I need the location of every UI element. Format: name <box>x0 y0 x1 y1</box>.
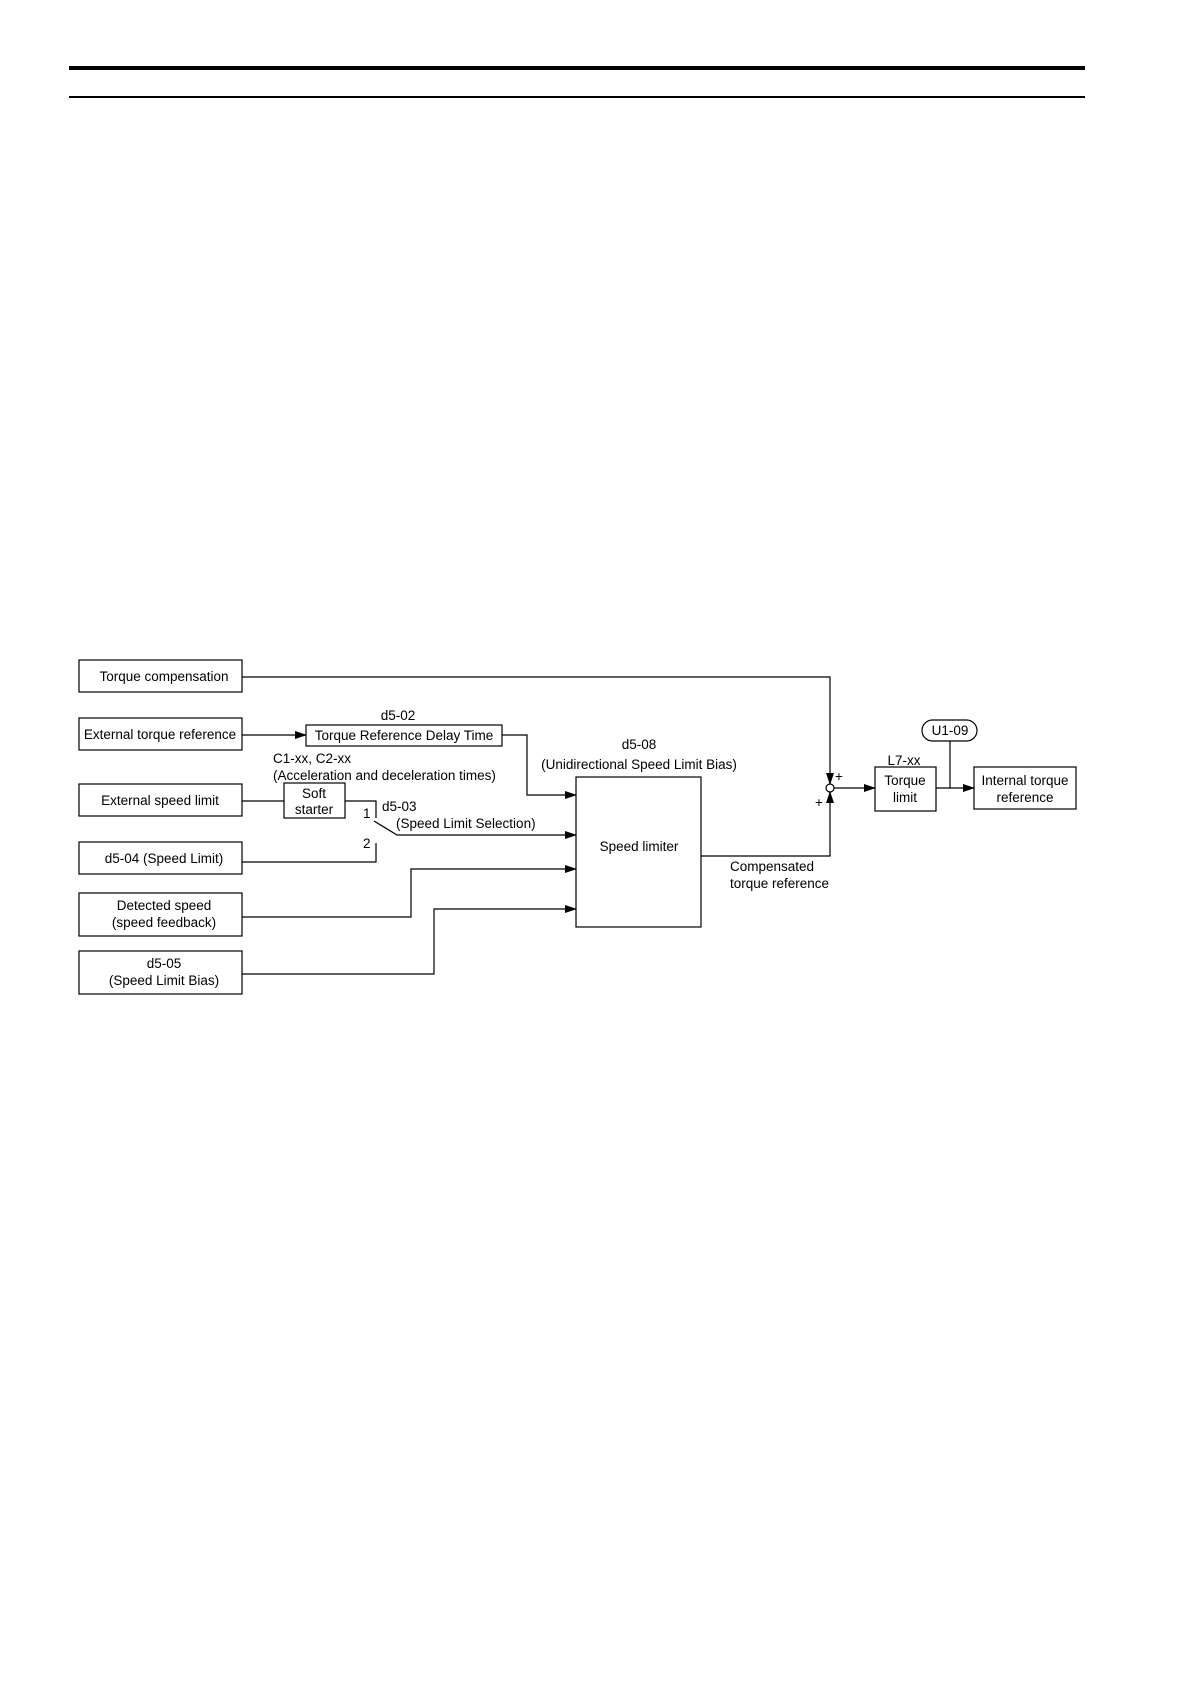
torque-limit-block: Torque limit <box>874 766 937 812</box>
detected-speed-to-limiter-wire <box>242 865 577 918</box>
speed-limit-bias-label-line1: d5-05 <box>147 956 182 971</box>
monitor-u1-09-badge: U1-09 <box>921 719 978 742</box>
bias-to-limiter-wire <box>242 905 577 975</box>
d5-04-to-switch-wire <box>242 843 377 863</box>
switch-blade-to-limiter-wire <box>373 820 577 839</box>
torque-reference-delay-label: Torque Reference Delay Time <box>315 728 494 743</box>
internal-torque-reference-label-line1: Internal torque <box>981 773 1068 788</box>
torque-limit-param: L7-xx <box>887 753 920 768</box>
torque-reference-delay-block: Torque Reference Delay Time <box>305 724 503 747</box>
speed-limit-selection-param: d5-03 <box>382 799 417 814</box>
external-speed-limit-label: External speed limit <box>101 793 219 808</box>
delay-to-limiter-wire <box>502 734 577 799</box>
switch-position-2: 2 <box>363 836 371 851</box>
header-rule-thin <box>69 96 1085 98</box>
speed-limit-bias-label-line2: (Speed Limit Bias) <box>109 973 219 988</box>
summing-plus-left: + <box>815 795 823 810</box>
switch-position-1: 1 <box>363 806 371 821</box>
speed-limiter-label: Speed limiter <box>600 839 679 854</box>
monitor-u1-09-label: U1-09 <box>932 723 969 738</box>
torque-compensation-label: Torque compensation <box>99 669 228 684</box>
detected-speed-label-line2: (speed feedback) <box>112 915 216 930</box>
delay-time-param: d5-02 <box>381 708 416 723</box>
limiter-to-summing-wire <box>701 791 834 857</box>
soft-starter-label-line1: Soft <box>302 786 326 801</box>
external-torque-reference-block: External torque reference <box>78 717 243 751</box>
detected-speed-block: Detected speed (speed feedback) <box>78 892 243 937</box>
speed-limit-d5-04-label: d5-04 (Speed Limit) <box>105 851 224 866</box>
signal-wires <box>242 676 975 975</box>
torque-compensation-wire <box>242 676 834 785</box>
speed-limit-bias-block: d5-05 (Speed Limit Bias) <box>78 950 243 995</box>
external-speed-limit-block: External speed limit <box>78 783 243 817</box>
compensated-torque-label-line1: Compensated <box>730 859 814 874</box>
header-rule-thick <box>69 66 1085 70</box>
torque-compensation-block: Torque compensation <box>78 659 243 693</box>
unidirectional-bias-description: (Unidirectional Speed Limit Bias) <box>541 757 737 772</box>
accel-decel-description: (Acceleration and deceleration times) <box>273 768 496 783</box>
torque-limit-label-line1: Torque <box>884 773 925 788</box>
soft-starter-block: Soft starter <box>283 782 346 819</box>
speed-limit-selection-description: (Speed Limit Selection) <box>396 816 536 831</box>
summing-junction <box>825 783 835 793</box>
torque-limit-label-line2: limit <box>893 790 917 805</box>
external-torque-reference-label: External torque reference <box>84 727 236 742</box>
summing-plus-top: + <box>835 769 843 784</box>
unidirectional-bias-param: d5-08 <box>622 737 657 752</box>
detected-speed-label-line1: Detected speed <box>117 898 212 913</box>
speed-limiter-block: Speed limiter <box>575 776 702 928</box>
soft-starter-label-line2: starter <box>295 802 334 817</box>
soft-starter-to-switch-wire <box>345 800 377 818</box>
internal-torque-reference-label-line2: reference <box>996 790 1053 805</box>
speed-limit-d5-04-block: d5-04 (Speed Limit) <box>78 841 243 875</box>
compensated-torque-label-line2: torque reference <box>730 876 829 891</box>
accel-decel-params: C1-xx, C2-xx <box>273 751 351 766</box>
internal-torque-reference-block: Internal torque reference <box>973 766 1077 810</box>
